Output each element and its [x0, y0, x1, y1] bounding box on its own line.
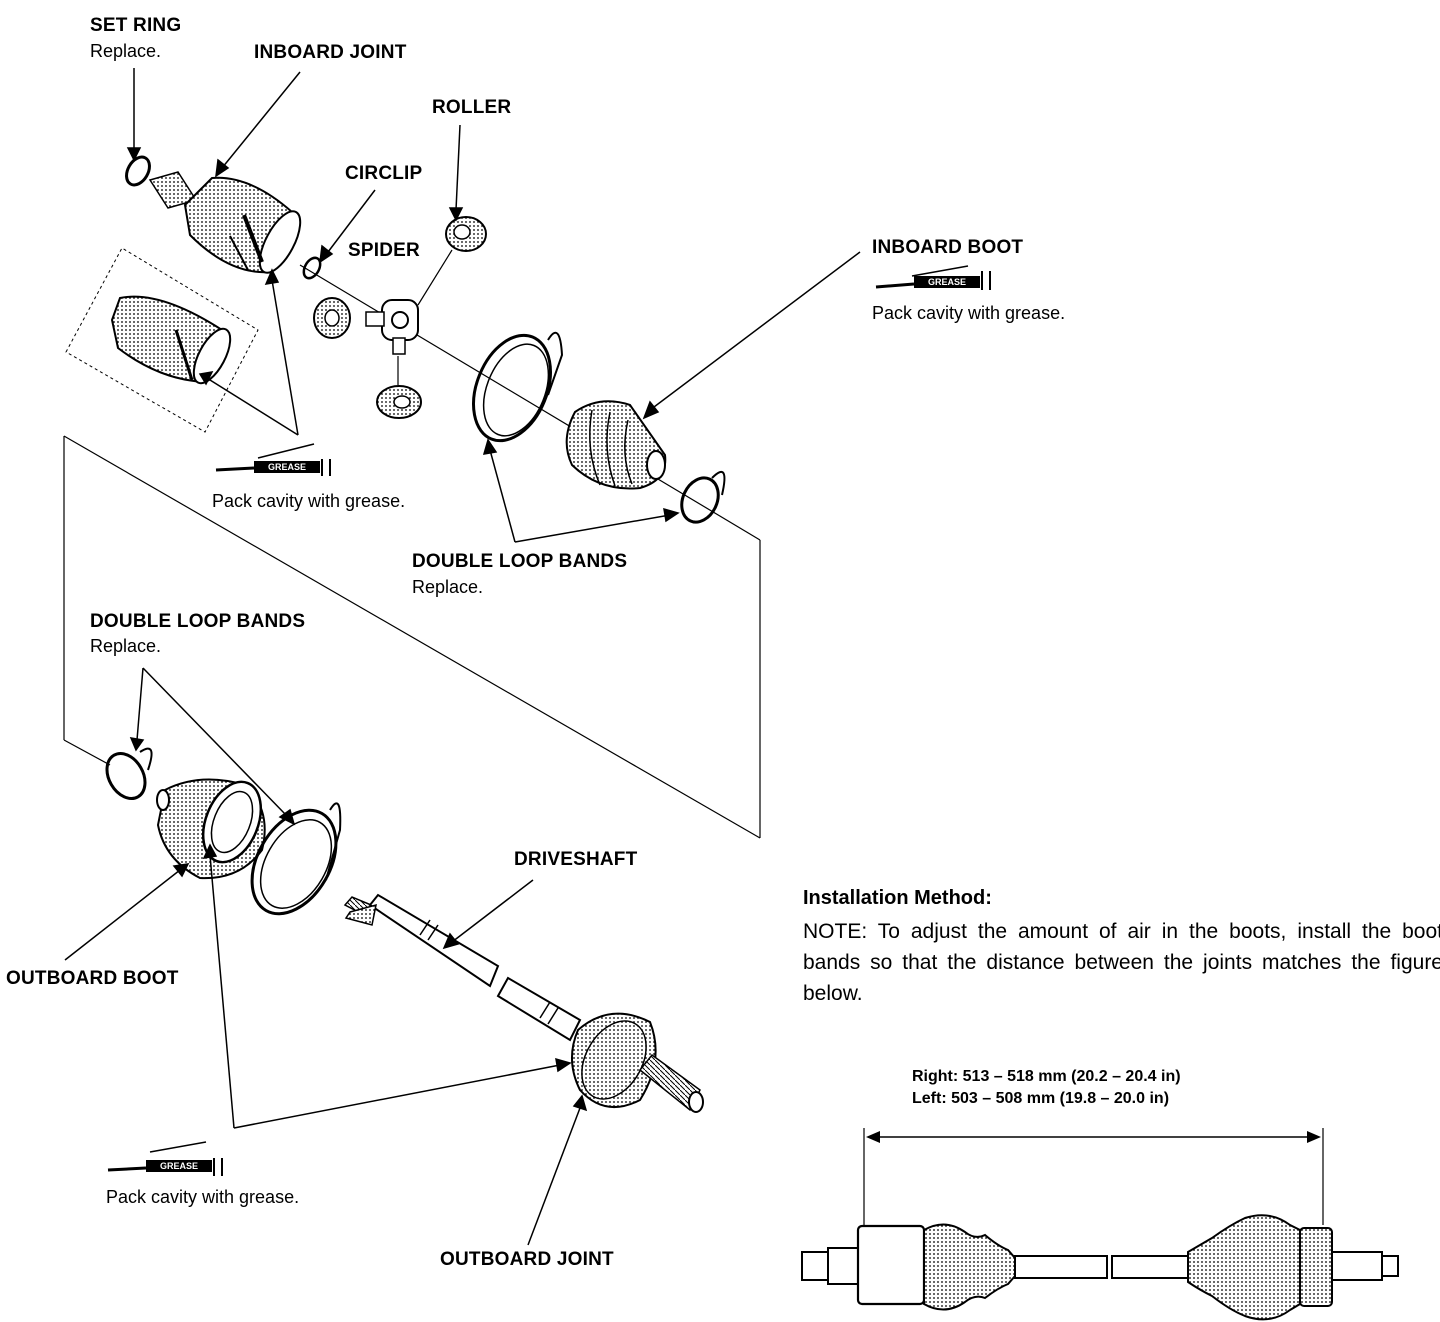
label-roller: ROLLER [432, 97, 512, 118]
label-spider: SPIDER [348, 240, 420, 261]
driveshaft [343, 893, 582, 1042]
measurement-right: Right: 513 – 518 mm (20.2 – 20.4 in) [912, 1068, 1181, 1085]
outboard-joint [570, 1012, 704, 1113]
double-loop-band-upper-large [472, 331, 564, 443]
double-loop-band-lower-small [105, 747, 153, 800]
inboard-joint [148, 171, 302, 274]
note-inboard-boot-grease: Pack cavity with grease. [872, 303, 1066, 323]
label-double-loop-bands-lower: DOUBLE LOOP BANDS [90, 611, 306, 632]
label-circlip: CIRCLIP [345, 163, 423, 184]
label-inboard-boot: INBOARD BOOT [872, 237, 1024, 258]
label-double-loop-bands-lower-note: Replace. [90, 636, 162, 656]
svg-text:GREASE: GREASE [160, 1161, 198, 1171]
roller [445, 216, 487, 252]
label-driveshaft: DRIVESHAFT [514, 849, 638, 870]
installation-note: NOTE: To adjust the amount of air in the… [803, 920, 1440, 1005]
installation-figure [801, 1128, 1399, 1321]
outboard-boot [156, 778, 266, 880]
grease-gun-icon: GREASE [215, 443, 331, 476]
label-set-ring: SET RING [90, 15, 182, 36]
label-outboard-joint: OUTBOARD JOINT [440, 1249, 614, 1270]
inboard-joint-alt [110, 295, 232, 385]
svg-text:GREASE: GREASE [268, 462, 306, 472]
double-loop-band-lower-large [250, 802, 342, 916]
label-double-loop-bands-upper: DOUBLE LOOP BANDS [412, 551, 628, 572]
label-set-ring-note: Replace. [90, 41, 162, 61]
set-ring [125, 155, 151, 187]
svg-text:GREASE: GREASE [928, 277, 966, 287]
label-outboard-boot: OUTBOARD BOOT [6, 968, 179, 989]
measurement-left: Left: 503 – 508 mm (19.8 – 20.0 in) [912, 1090, 1170, 1107]
installation-title: Installation Method: [803, 887, 992, 909]
note-inboard-joint-grease: Pack cavity with grease. [212, 491, 406, 511]
double-loop-band-upper-small [680, 470, 726, 524]
circlip [302, 256, 322, 280]
spider [313, 249, 453, 419]
grease-gun-icon: GREASE [107, 1141, 223, 1176]
label-inboard-joint: INBOARD JOINT [254, 42, 407, 63]
grease-gun-icon: GREASE [875, 265, 991, 290]
label-double-loop-bands-upper-note: Replace. [412, 577, 484, 597]
leader-lines [64, 68, 861, 1246]
inboard-boot [565, 400, 667, 490]
note-outboard-grease: Pack cavity with grease. [106, 1187, 300, 1207]
